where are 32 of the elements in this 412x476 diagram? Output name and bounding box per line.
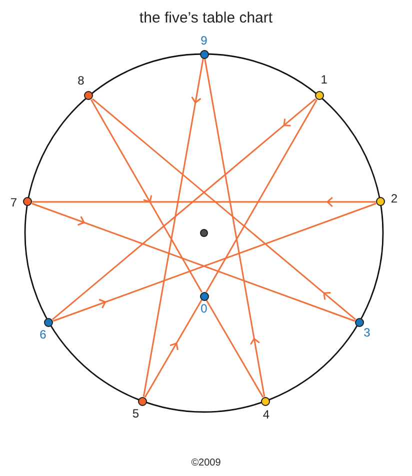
arrow bbox=[144, 300, 202, 398]
point-marker bbox=[354, 318, 364, 327]
center-point bbox=[200, 229, 208, 237]
point-number: 4 bbox=[262, 408, 270, 422]
point-marker bbox=[200, 50, 208, 58]
copyright-note: ©2009 bbox=[191, 458, 221, 468]
point-marker bbox=[200, 292, 208, 300]
connector-line bbox=[206, 300, 264, 398]
point-number: 0 bbox=[200, 302, 208, 316]
point-number: 1 bbox=[320, 73, 328, 86]
point-marker bbox=[84, 91, 94, 100]
point-marker bbox=[138, 396, 148, 406]
chart-title: the five’s table chart bbox=[139, 10, 273, 26]
arrow bbox=[92, 98, 356, 320]
point-number: 5 bbox=[132, 408, 140, 421]
point-number: 3 bbox=[364, 326, 370, 339]
arrow bbox=[142, 58, 204, 397]
arrow bbox=[204, 58, 266, 397]
point-marker bbox=[44, 318, 54, 327]
point-marker bbox=[314, 91, 324, 100]
point-number: 6 bbox=[40, 328, 46, 341]
point-number: 8 bbox=[78, 74, 84, 88]
arrow bbox=[52, 98, 316, 320]
arrow bbox=[90, 99, 202, 292]
arrow bbox=[32, 196, 376, 208]
point-number: 9 bbox=[200, 34, 208, 48]
point-marker bbox=[376, 197, 385, 206]
point-number: 7 bbox=[10, 196, 18, 210]
point-number: 2 bbox=[390, 192, 398, 206]
point-marker bbox=[260, 396, 270, 406]
connector-line bbox=[206, 99, 318, 292]
point-marker bbox=[23, 197, 32, 206]
